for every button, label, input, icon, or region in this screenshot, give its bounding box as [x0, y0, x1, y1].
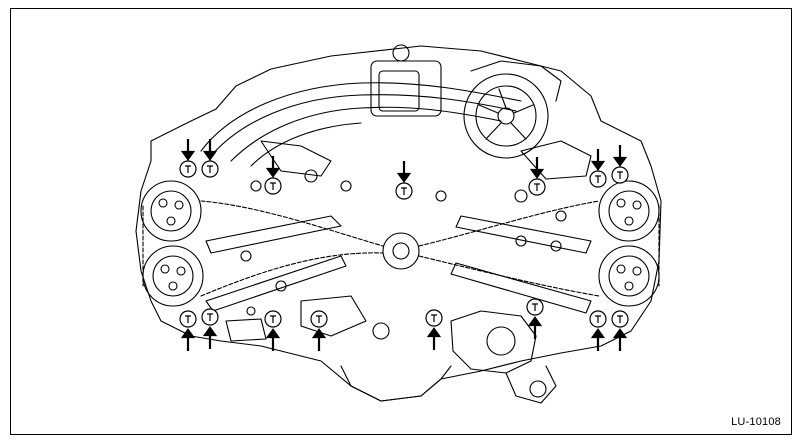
- crank-sprocket-hub: [393, 243, 409, 259]
- arrow-up-icon: [183, 330, 193, 351]
- intake-pipe: [201, 83, 521, 151]
- bolt-callout: [527, 299, 543, 339]
- cam-sprocket-right-lower-inner: [609, 256, 649, 296]
- bolt-callout: [265, 156, 281, 194]
- arrow-up-icon: [530, 318, 540, 339]
- water-outlet-port: [530, 381, 546, 397]
- timing-chain: [419, 201, 599, 246]
- intake-pipe: [211, 95, 516, 156]
- throttle-housing-inner: [379, 71, 419, 111]
- arrow-down-icon: [593, 149, 603, 169]
- cam-sprocket-right-upper-inner: [609, 191, 649, 231]
- alternator-hub: [498, 108, 514, 124]
- bolt-callout: [612, 311, 628, 351]
- cam-sprocket-left-lower: [143, 246, 203, 306]
- bolt-callout: [180, 311, 196, 351]
- timing-chain: [201, 253, 383, 296]
- intake-pipe: [231, 107, 501, 161]
- cam-sprocket-left-lower-inner: [153, 256, 193, 296]
- arrow-up-icon: [593, 330, 603, 351]
- intake-port: [393, 45, 409, 61]
- cam-sprocket-left-upper-inner: [151, 191, 191, 231]
- arrow-up-icon: [205, 328, 215, 349]
- bolt-callout: [396, 161, 412, 199]
- bolt-callout: [590, 149, 606, 187]
- arrow-up-icon: [429, 329, 439, 350]
- arrow-up-icon: [268, 330, 278, 351]
- engine-block-outline: [136, 46, 661, 401]
- arrow-down-icon: [183, 139, 193, 159]
- alternator-inner: [476, 86, 536, 146]
- cam-sprocket-right-upper: [599, 181, 659, 241]
- chain-guide-right: [451, 263, 591, 313]
- water-outlet: [506, 366, 556, 403]
- bolt-callout: [265, 311, 281, 351]
- oil-pan-outline: [341, 366, 451, 401]
- intake-pipe: [251, 123, 361, 166]
- arrow-down-icon: [615, 145, 625, 165]
- crank-sprocket: [383, 233, 419, 269]
- figure-id-label: LU-10108: [731, 416, 781, 428]
- arrow-down-icon: [205, 139, 215, 159]
- arrow-down-icon: [532, 157, 542, 177]
- bolt-callout: [202, 309, 218, 349]
- lower-callouts: [180, 299, 628, 351]
- alternator-bracket: [471, 61, 561, 101]
- arrow-up-icon: [615, 330, 625, 351]
- engine-timing-diagram: [11, 9, 791, 434]
- arrow-down-icon: [399, 161, 409, 181]
- bolt-callout: [311, 311, 327, 351]
- timing-chain: [419, 256, 599, 296]
- figure-frame: LU-10108: [10, 8, 792, 435]
- water-pump: [451, 311, 536, 373]
- bolt-callout: [612, 145, 628, 183]
- alternator: [464, 74, 548, 158]
- water-pump-hub: [487, 327, 515, 355]
- timing-chain: [201, 201, 383, 246]
- chain-guide-left: [206, 216, 341, 253]
- chain-guide-right: [456, 216, 591, 253]
- bolt-callout: [426, 310, 442, 350]
- upper-callouts: [180, 139, 628, 199]
- cam-sprocket-left-upper: [141, 181, 201, 241]
- alternator-spoke: [479, 89, 533, 139]
- bolt-callout: [202, 139, 218, 177]
- bolt-callout: [529, 157, 545, 195]
- arrow-down-icon: [268, 156, 278, 176]
- cam-sprocket-right-lower: [599, 246, 659, 306]
- chain-guide-left: [206, 256, 346, 311]
- bolt-callout: [180, 139, 196, 177]
- bolt-callout: [590, 311, 606, 351]
- arrow-up-icon: [314, 330, 324, 351]
- throttle-housing: [371, 61, 441, 116]
